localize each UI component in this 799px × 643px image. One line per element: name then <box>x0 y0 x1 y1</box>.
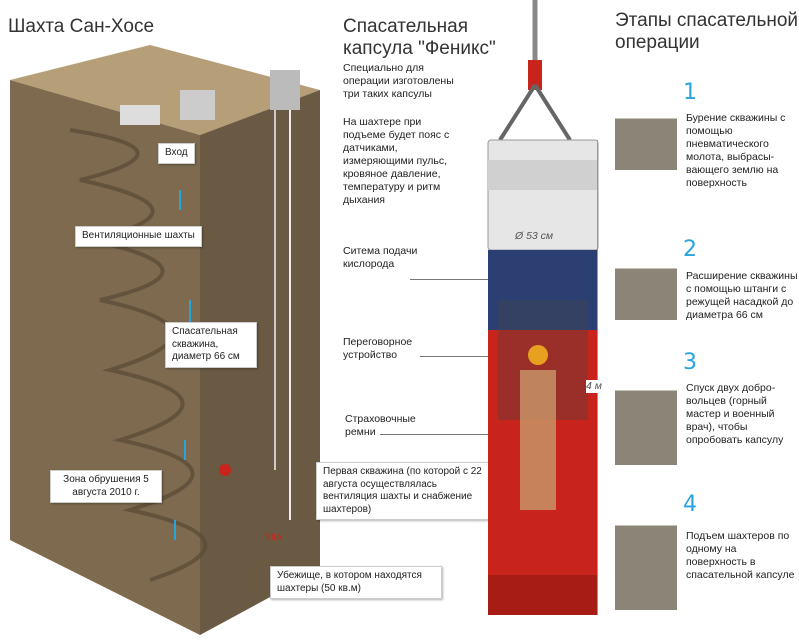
label-belts: Страховочные ремни <box>345 413 416 438</box>
step-1-number: 1 <box>683 80 697 105</box>
capsule-title: Спасательная капсула "Феникс" <box>343 16 496 59</box>
step-2-icon <box>615 205 677 320</box>
label-shelter: Убежище, в котором находятся шахтеры (50… <box>270 566 442 599</box>
capsule-diameter: Ø 53 см <box>515 230 554 242</box>
mine-title: Шахта Сан-Хосе <box>8 16 155 37</box>
capsule-illustration <box>487 0 599 615</box>
capsule-note-sensors: На шахтере при подъеме будет пояс с датч… <box>343 116 450 206</box>
step-2-text: Расширение скважины с помощью штанги с р… <box>686 270 798 321</box>
label-vent-shafts: Вентиляционные шахты <box>75 226 202 247</box>
step-4-text: Подъем шахтеров по одному на поверхность… <box>686 530 795 581</box>
step-4-icon <box>615 480 677 610</box>
step-2-number: 2 <box>683 237 697 262</box>
step-3-number: 3 <box>683 350 697 375</box>
step-3-text: Спуск двух добро-вольцев (горный мастер … <box>686 382 784 446</box>
label-collapse-zone: Зона обрушения 5 августа 2010 г. <box>50 470 162 503</box>
svg-text:YIIA: YIIA <box>265 532 282 542</box>
step-1-text: Бурение скважины с помощью пневматическо… <box>686 112 786 189</box>
step-4-number: 4 <box>683 492 697 517</box>
height-dimension-line <box>597 140 598 615</box>
capsule-note-count: Специально для операции изготовлены три … <box>343 62 454 100</box>
label-entrance: Вход <box>158 143 195 164</box>
step-1-icon <box>615 55 677 170</box>
steps-title: Этапы спасательной операции <box>615 10 799 53</box>
label-intercom: Переговорное устройство <box>343 336 413 361</box>
capsule-height: 4 м <box>586 380 602 393</box>
label-rescue-borehole: Спасательная скважина, диаметр 66 см <box>165 322 257 368</box>
label-first-borehole: Первая скважина (по которой с 22 августа… <box>316 462 496 520</box>
step-3-icon <box>615 350 677 465</box>
label-oxygen: Ситема подачи кислорода <box>343 245 418 270</box>
